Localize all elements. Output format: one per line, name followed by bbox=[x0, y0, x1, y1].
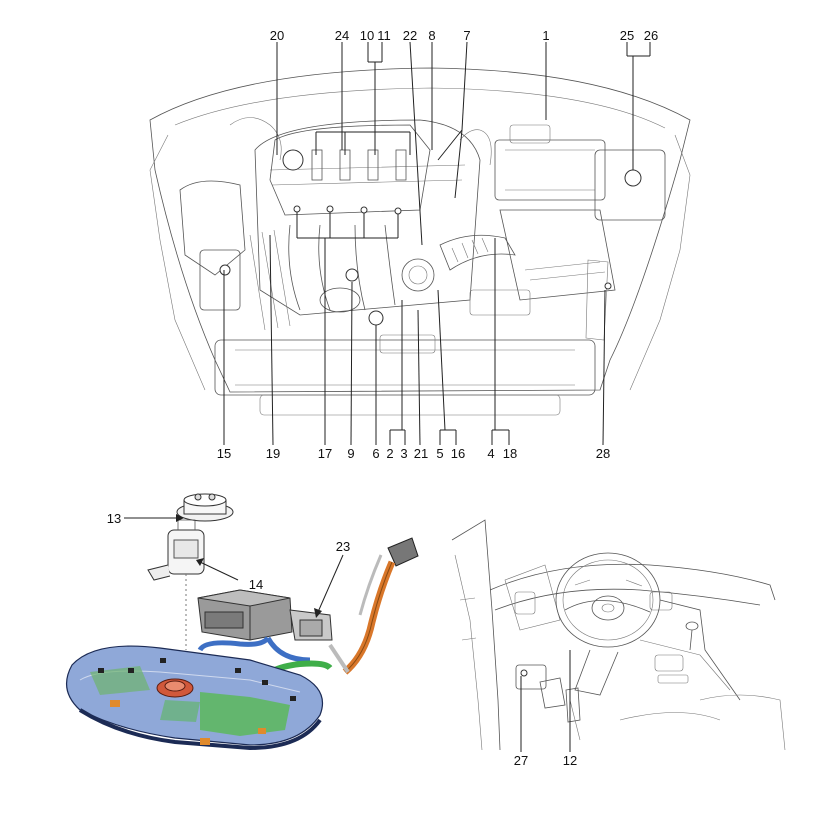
engine-bay-illustration bbox=[149, 67, 691, 416]
callout-21: 21 bbox=[414, 446, 428, 461]
fuel-pump-module bbox=[147, 493, 234, 650]
interior-callouts: 27 12 bbox=[514, 753, 577, 768]
callout-9: 9 bbox=[347, 446, 354, 461]
callout-10: 10 bbox=[360, 28, 374, 43]
callout-19: 19 bbox=[266, 446, 280, 461]
callout-25: 25 bbox=[620, 28, 634, 43]
callout-12: 12 bbox=[563, 753, 577, 768]
canister bbox=[197, 589, 333, 641]
callout-8: 8 bbox=[428, 28, 435, 43]
callout-6: 6 bbox=[372, 446, 379, 461]
engine-top-callouts: 20 24 10 11 22 8 7 1 25 26 bbox=[270, 28, 658, 43]
callout-23: 23 bbox=[336, 539, 350, 554]
callout-5: 5 bbox=[436, 446, 443, 461]
callout-16: 16 bbox=[451, 446, 465, 461]
callout-17: 17 bbox=[318, 446, 332, 461]
callout-18: 18 bbox=[503, 446, 517, 461]
callout-7: 7 bbox=[463, 28, 470, 43]
callout-2: 2 bbox=[386, 446, 393, 461]
interior-leader-lines bbox=[520, 650, 571, 752]
callout-1: 1 bbox=[542, 28, 549, 43]
callout-24: 24 bbox=[335, 28, 349, 43]
callout-20: 20 bbox=[270, 28, 284, 43]
tank-leader-lines bbox=[124, 514, 344, 618]
fuel-tank-illustration bbox=[65, 493, 419, 751]
callout-22: 22 bbox=[403, 28, 417, 43]
callout-15: 15 bbox=[217, 446, 231, 461]
callout-14: 14 bbox=[249, 577, 263, 592]
callout-3: 3 bbox=[400, 446, 407, 461]
callout-4: 4 bbox=[487, 446, 494, 461]
callout-13: 13 bbox=[107, 511, 121, 526]
tank-callouts: 13 14 23 bbox=[107, 511, 350, 592]
callout-28: 28 bbox=[596, 446, 610, 461]
engine-bottom-callouts: 15 19 17 9 6 2 3 21 5 16 4 18 28 bbox=[217, 446, 610, 461]
callout-27: 27 bbox=[514, 753, 528, 768]
driver-area-illustration bbox=[451, 519, 786, 751]
callout-11: 11 bbox=[377, 28, 391, 43]
filler-neck bbox=[328, 537, 419, 675]
callout-26: 26 bbox=[644, 28, 658, 43]
engine-leader-lines bbox=[223, 41, 651, 446]
